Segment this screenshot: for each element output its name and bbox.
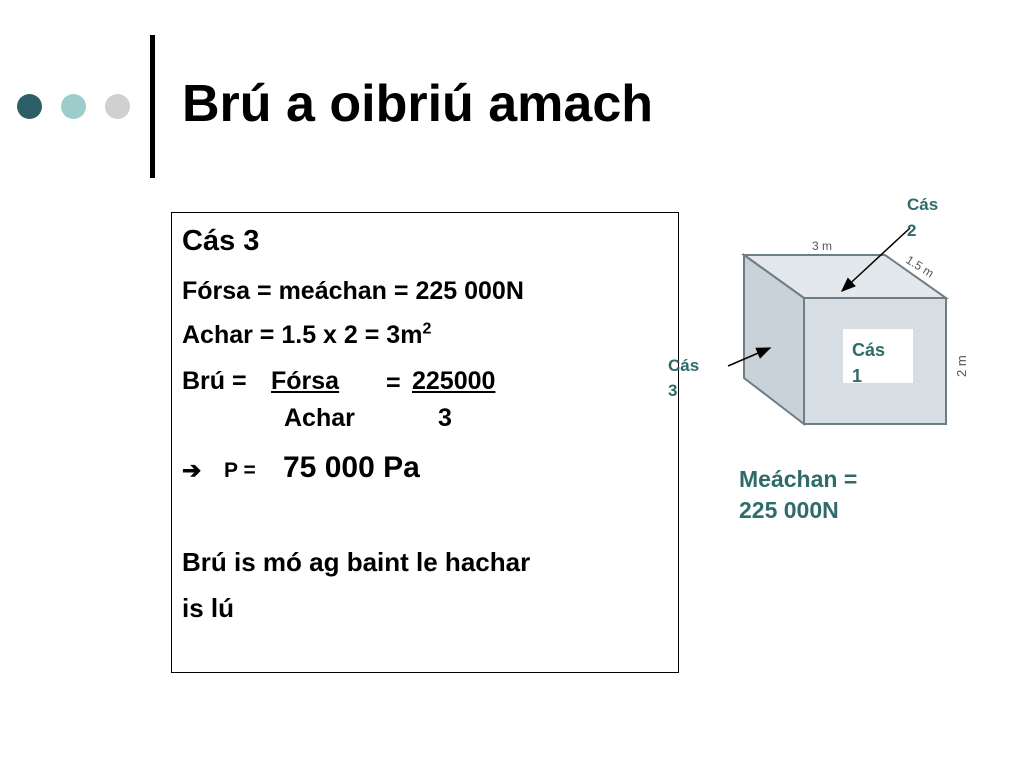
denominator-word: Achar: [284, 404, 355, 432]
area-text: Achar = 1.5 x 2 = 3m: [182, 321, 423, 349]
case3-label-line2: 3: [668, 381, 677, 400]
calculation-box: Cás 3 Fórsa = meáchan = 225 000N Achar =…: [171, 212, 679, 673]
conclusion-line-1: Brú is mó ag baint le hachar: [182, 547, 531, 577]
area-line: Achar = 1.5 x 2 = 3m2: [182, 321, 431, 350]
weight-label-line2: 225 000N: [739, 497, 839, 523]
case-heading: Cás 3: [182, 225, 260, 257]
result-arrow-icon: ➔: [182, 457, 202, 483]
dim-top-label: 3 m: [812, 239, 832, 253]
case2-label-line2: 2: [907, 221, 916, 240]
result-value: 75 000 Pa: [283, 451, 420, 484]
case3-arrow: [727, 347, 772, 367]
force-line: Fórsa = meáchan = 225 000N: [182, 277, 524, 305]
case3-label-line1: Cás: [668, 356, 699, 375]
slide-title: Brú a oibriú amach: [182, 75, 653, 133]
equals-sign: =: [386, 369, 401, 397]
title-divider: [150, 35, 155, 178]
decor-dot-light: [61, 94, 86, 119]
dim-height-label: 2 m: [954, 355, 969, 377]
decor-dot-grey: [105, 94, 130, 119]
case2-arrow: [840, 227, 911, 293]
case1-label-line1: Cás: [852, 340, 885, 360]
denominator-value: 3: [438, 404, 452, 432]
case1-label-background: [843, 329, 913, 383]
case2-label-line1: Cás: [907, 195, 938, 214]
conclusion-line-2: is lú: [182, 593, 235, 623]
result-prefix: P =: [224, 459, 256, 482]
area-exponent: 2: [422, 320, 432, 338]
pressure-label: Brú =: [182, 367, 247, 395]
box-diagram: 3 m 1.5 m 2 m Cás 1 Cás 2 Cás 3 Meáchan …: [668, 195, 969, 523]
decor-dot-dark: [17, 94, 42, 119]
numerator-value: 225000: [412, 367, 496, 395]
numerator-word: Fórsa: [271, 367, 340, 395]
case1-label-line2: 1: [852, 366, 862, 386]
weight-label-line1: Meáchan =: [739, 466, 857, 492]
